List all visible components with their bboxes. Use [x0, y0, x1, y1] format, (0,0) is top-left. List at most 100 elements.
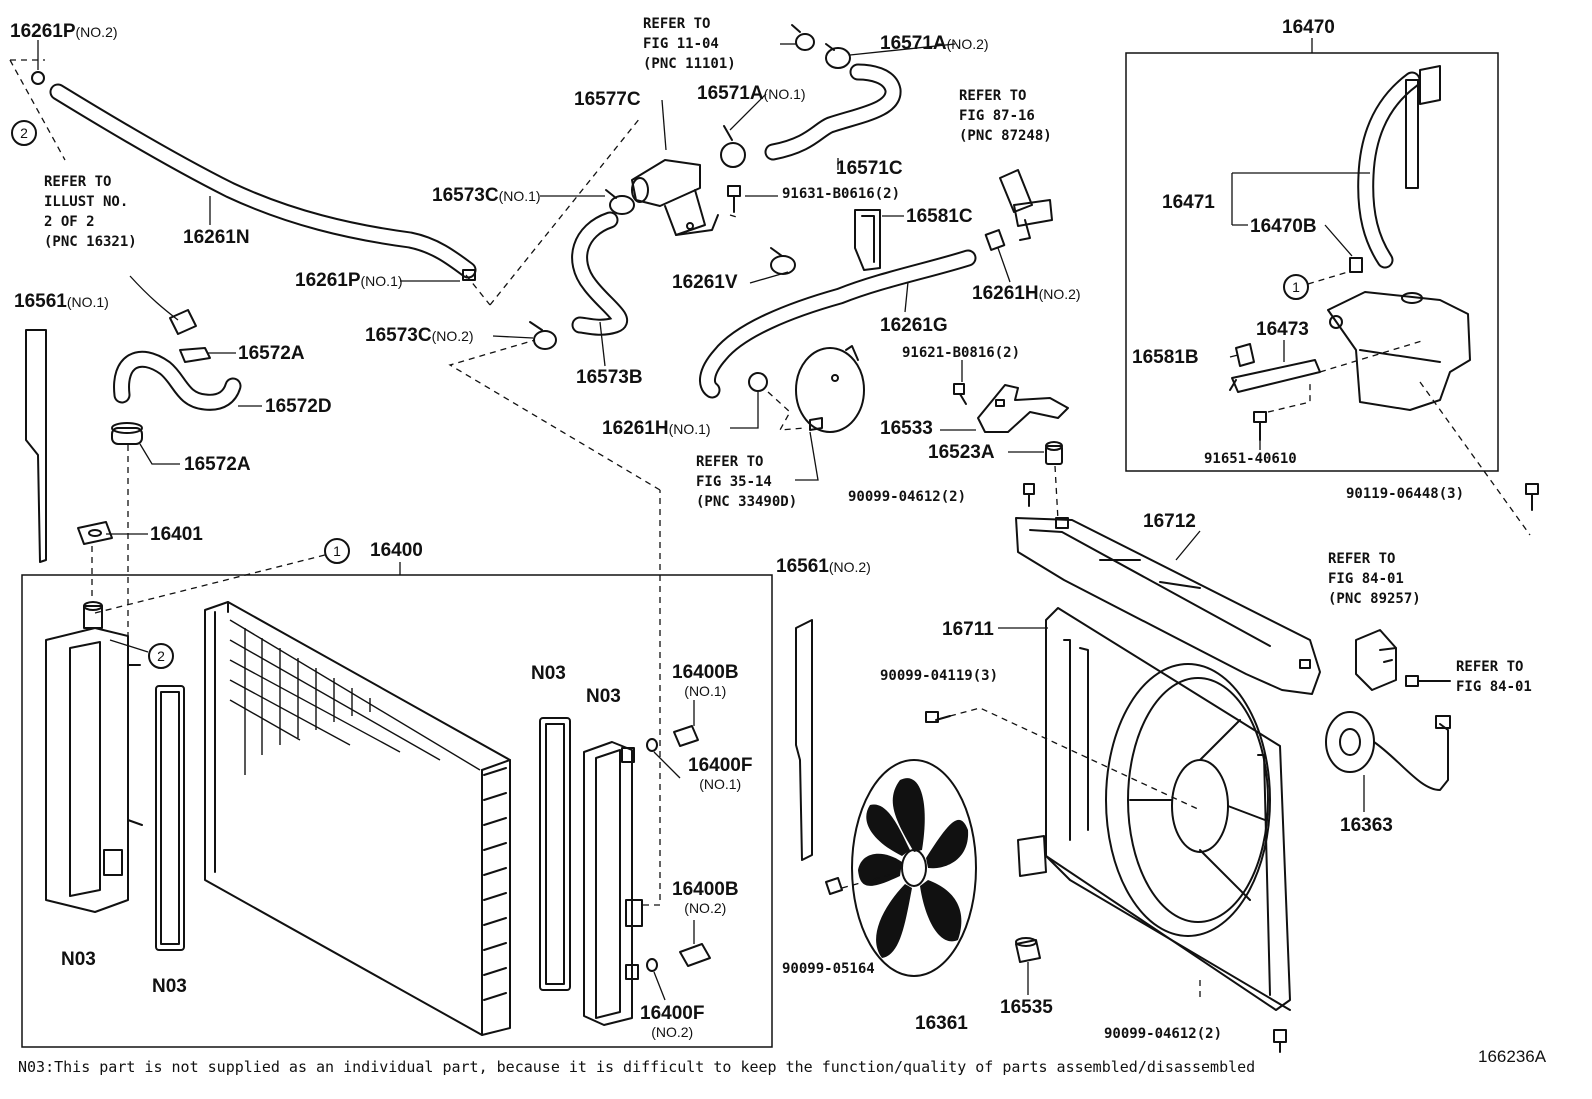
bolt-90099-04119 [925, 711, 951, 723]
drain-cock-16400b-no1 [646, 725, 699, 752]
bolt-90099-04612-top [1023, 483, 1035, 507]
label-16581c: 16581C [906, 206, 973, 227]
resistor-89257 [1355, 629, 1397, 691]
cushion-16535 [1015, 937, 1041, 963]
clamp-16573c-no2 [529, 321, 557, 350]
bracket-16533 [977, 384, 1069, 433]
label-16573b: 16573B [576, 367, 643, 388]
bracket-16581c [854, 209, 881, 271]
label-16561-no2: 16561(NO.2) [776, 556, 871, 577]
callout-1-radiator: 1 [324, 538, 350, 564]
label-16261g: 16261G [880, 315, 948, 336]
label-90099-04119: 90099-04119(3) [880, 668, 999, 684]
label-16572a-top: 16572A [238, 343, 305, 364]
water-inlet-16577c [631, 159, 719, 236]
pipe-stub-16321 [129, 275, 197, 335]
label-90099-05164: 90099-05164 [782, 961, 875, 977]
seal-16561-no1 [25, 329, 47, 563]
label-16261h-no2: 16261H(NO.2) [972, 283, 1081, 304]
label-16471: 16471 [1162, 192, 1215, 213]
label-90119-06448: 90119-06448(3) [1346, 486, 1465, 502]
label-16535: 16535 [1000, 997, 1053, 1018]
clamp-16571a-no2 [825, 43, 851, 69]
clip-16261h-no1 [748, 372, 768, 392]
label-16473: 16473 [1256, 319, 1309, 340]
figure-code: 166236A [1478, 1047, 1547, 1066]
label-16523a: 16523A [928, 442, 995, 463]
bolt-84-01 [1405, 675, 1451, 687]
label-n03-center: N03 [531, 663, 566, 684]
label-16571a-no1: 16571A(NO.1) [697, 83, 806, 104]
clip-16261p-no1 [462, 269, 476, 281]
fan-shroud-16711 [1017, 607, 1291, 1011]
label-n03-left-tank: N03 [61, 949, 96, 970]
label-16261p-no2: 16261P(NO.2) [10, 21, 118, 42]
label-16261v: 16261V [672, 272, 738, 293]
label-16400f-no1: 16400F(NO.1) [688, 755, 753, 792]
hose-16261n [49, 83, 477, 279]
clamp-16571a-no1 [720, 125, 746, 168]
label-16400f-no2: 16400F(NO.2) [640, 1003, 705, 1040]
label-16573c-no2: 16573C(NO.2) [365, 325, 474, 346]
label-16261n: 16261N [183, 227, 250, 248]
footnote-n03: N03:This part is not supplied as an indi… [18, 1058, 1256, 1076]
fan-16361 [851, 759, 977, 977]
radiator-right-tank [583, 741, 643, 1026]
label-n03-right-tank: N03 [586, 686, 621, 707]
radiator-left-tank [45, 601, 143, 913]
seal-n03-left [155, 685, 185, 951]
radiator-core [204, 601, 511, 1036]
label-16572a-bottom: 16572A [184, 454, 251, 475]
reservoir-tank-16470 [1327, 291, 1471, 411]
seal-16561-no2 [795, 619, 813, 861]
clip-16581b [1235, 343, 1255, 367]
label-16470b: 16470B [1250, 216, 1317, 237]
bolt-91621 [953, 383, 967, 405]
hose-16261g [699, 249, 977, 399]
label-90099-04612-top: 90099-04612(2) [848, 489, 967, 505]
label-n03-left-seal: N03 [152, 976, 187, 997]
label-16533: 16533 [880, 418, 933, 439]
clip-16470b [1349, 257, 1363, 273]
label-90099-04612-bottom: 90099-04612(2) [1104, 1026, 1223, 1042]
seal-n03-center [539, 717, 571, 991]
label-16470: 16470 [1282, 17, 1335, 38]
callout-2-radiator: 2 [148, 643, 174, 669]
callout-2-top: 2 [11, 120, 37, 146]
label-16400b-no1: 16400B(NO.1) [672, 662, 739, 699]
clamp-16573c-no1 [605, 189, 635, 215]
label-16581b: 16581B [1132, 347, 1199, 368]
hose-16573b [571, 211, 629, 336]
bolt-91651 [1253, 411, 1267, 441]
reservoir-33490d [795, 345, 865, 433]
label-16261h-no1: 16261H(NO.1) [602, 418, 711, 439]
label-16561-no1: 16561(NO.1) [14, 291, 109, 312]
label-16712: 16712 [1143, 511, 1196, 532]
label-16400: 16400 [370, 540, 423, 561]
circle-2-text: 2 [20, 125, 28, 141]
gasket-16401 [77, 521, 113, 545]
reservoir-kit-box [1125, 52, 1499, 472]
radiator-assembly-box [21, 574, 773, 1048]
callout-1-reservoir: 1 [1283, 274, 1309, 300]
bolt-90099-04612-bottom [1273, 1029, 1287, 1053]
label-16711: 16711 [942, 619, 994, 640]
label-16261p-no1: 16261P(NO.1) [295, 270, 403, 291]
clamp-16572a-bottom [111, 422, 143, 445]
label-16363: 16363 [1340, 815, 1393, 836]
circle-1b-text: 1 [1292, 279, 1300, 295]
label-91651-40610: 91651-40610 [1204, 451, 1297, 467]
bolt-91631 [727, 185, 741, 213]
clip-16261v [770, 247, 796, 275]
label-16572d: 16572D [265, 396, 332, 417]
nut-90099-05164 [825, 877, 843, 895]
label-16401: 16401 [150, 524, 203, 545]
clip-16261h-no2 [984, 229, 1006, 251]
